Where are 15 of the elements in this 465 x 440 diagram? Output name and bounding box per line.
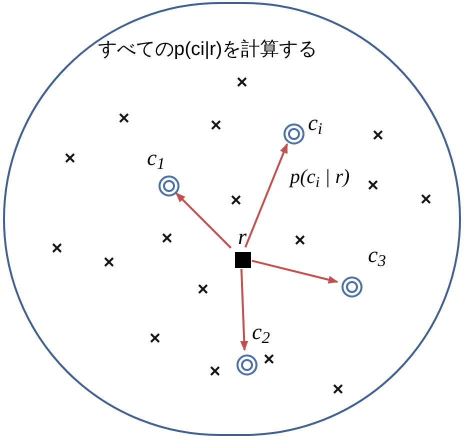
- arrow: [240, 268, 248, 351]
- target-circle: [158, 175, 180, 197]
- target-circle: [341, 276, 363, 298]
- target-circle: [236, 354, 258, 376]
- reference-square: [235, 252, 251, 268]
- point-label: c$_{1}$: [147, 145, 166, 171]
- arrow: [252, 260, 338, 284]
- point-label: c$_{2}$: [252, 319, 270, 345]
- point-label: r: [238, 224, 247, 250]
- arrow: [244, 143, 288, 248]
- point-label: c$_{3}$: [368, 242, 386, 268]
- arrow: [175, 192, 232, 249]
- point-label: c$_{i}$: [308, 110, 322, 136]
- target-circle: [283, 123, 305, 145]
- title: すべてのp(ci|r)を計算する: [98, 38, 318, 62]
